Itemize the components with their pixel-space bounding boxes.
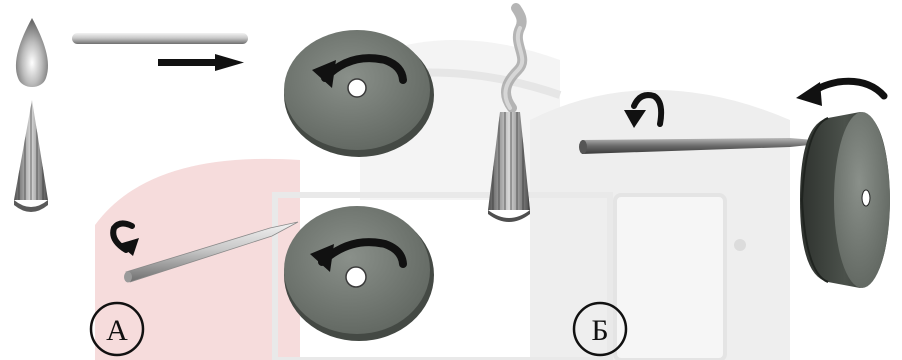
rotation-arrow-icon <box>312 54 407 88</box>
sharpened-electrode-tip-b <box>488 112 530 222</box>
flame-icon <box>15 18 49 87</box>
rotation-arrow-icon <box>624 92 665 128</box>
rotation-arrow-icon <box>310 238 407 272</box>
direction-arrow-icon <box>158 54 244 71</box>
rotation-arrow-icon <box>110 220 139 256</box>
sharpened-electrode-tip-a <box>14 100 48 212</box>
electrode-rod-icon <box>72 33 248 44</box>
panel-a-label: А <box>89 301 145 357</box>
panel-b-label-text: Б <box>591 314 608 347</box>
rotation-arrow-icon <box>796 77 888 106</box>
faint-watermark-logo <box>95 40 790 360</box>
electrode-rod-icon <box>124 221 299 283</box>
electrode-rod-icon <box>579 138 838 154</box>
grinding-wheel-icon <box>284 206 434 341</box>
smoke-icon <box>501 3 528 113</box>
panel-b-label: Б <box>572 301 628 357</box>
grinding-wheel-icon <box>800 112 890 288</box>
panel-a-label-text: А <box>106 314 128 347</box>
